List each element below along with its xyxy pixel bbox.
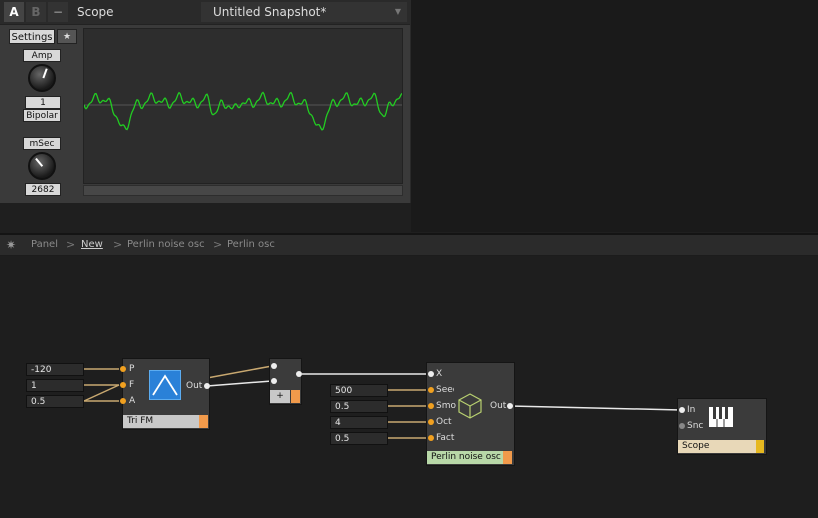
perlin-oct-port[interactable]	[428, 419, 434, 425]
adder-title: +	[270, 390, 290, 403]
cube-icon	[457, 392, 483, 420]
breadcrumb-item-perlin-noise-osc[interactable]: Perlin noise osc	[127, 239, 205, 250]
perlin-seed-value[interactable]: 500	[330, 384, 388, 397]
msec-value[interactable]: 2682	[25, 183, 61, 196]
perlin-smo-port[interactable]	[428, 403, 434, 409]
trifm-title: Tri FM	[123, 415, 199, 428]
snapshot-name: Untitled Snapshot*	[213, 5, 327, 19]
amp-value[interactable]: 1	[25, 96, 61, 109]
panel-header: A B − Scope Untitled Snapshot* ▼	[0, 0, 410, 25]
perlin-out-label: Out	[490, 401, 507, 411]
breadcrumb-separator: >	[113, 238, 123, 251]
perlin-title: Perlin noise osc	[427, 451, 503, 464]
scope-in-port[interactable]	[679, 407, 685, 413]
perlin-smo-label: Smo	[436, 401, 456, 411]
trifm-a-label: A	[129, 396, 136, 406]
adder-in2-port[interactable]	[271, 378, 277, 384]
panel-minimize-button[interactable]: −	[48, 2, 68, 22]
trifm-out-port[interactable]	[204, 383, 210, 389]
perlin-smo-value[interactable]: 0.5	[330, 400, 388, 413]
empty-window-area	[411, 0, 818, 232]
scope-title: Scope	[678, 440, 756, 453]
trifm-f-label: F	[129, 380, 135, 390]
msec-knob[interactable]	[28, 152, 56, 180]
scope-snc-label: Snc	[687, 421, 704, 431]
amp-label: Amp	[23, 49, 61, 62]
trifm-a-value[interactable]: 0.5	[26, 395, 84, 408]
perlin-oct-label: Oct	[436, 417, 452, 427]
amp-knob[interactable]	[28, 64, 56, 92]
note-icon[interactable]	[503, 451, 512, 464]
trifm-p-value[interactable]: -120	[26, 363, 84, 376]
scope-display	[83, 28, 403, 184]
perlin-fact-port[interactable]	[428, 435, 434, 441]
gear-icon[interactable]: ✷	[6, 238, 17, 252]
piano-icon	[708, 406, 734, 428]
triangle-wave-icon	[149, 370, 181, 400]
trifm-f-port[interactable]	[120, 382, 126, 388]
panel-a-button[interactable]: A	[4, 2, 24, 22]
note-icon[interactable]	[199, 415, 208, 428]
star-icon[interactable]: ★	[57, 29, 77, 44]
note-icon[interactable]	[291, 390, 300, 403]
scope-snc-port[interactable]	[679, 423, 685, 429]
trifm-p-label: P	[129, 364, 135, 374]
adder-in1-port[interactable]	[271, 363, 277, 369]
adder-out-port[interactable]	[296, 371, 302, 377]
scope-in-label: In	[687, 405, 696, 415]
trifm-f-value[interactable]: 1	[26, 379, 84, 392]
perlin-seed-label: Seed	[436, 385, 454, 395]
scope-scrollbar[interactable]	[83, 185, 403, 196]
perlin-x-label: X	[436, 369, 443, 379]
breadcrumb-item-perlin-osc[interactable]: Perlin osc	[227, 239, 275, 250]
breadcrumb-item-new[interactable]: New	[81, 239, 103, 250]
settings-button[interactable]: Settings	[9, 29, 55, 44]
breadcrumb: ✷ Panel > New > Perlin noise osc > Perli…	[0, 235, 818, 256]
scope-panel: A B − Scope Untitled Snapshot* ▼ Setting…	[0, 0, 411, 203]
perlin-fact-label: Fact	[436, 433, 455, 443]
scope-waveform	[84, 91, 402, 131]
perlin-fact-value[interactable]: 0.5	[330, 432, 388, 445]
breadcrumb-separator: >	[213, 238, 223, 251]
trifm-out-label: Out	[186, 381, 203, 391]
panel-b-button[interactable]: B	[26, 2, 46, 22]
note-icon[interactable]	[756, 440, 764, 453]
trifm-p-port[interactable]	[120, 366, 126, 372]
chevron-down-icon: ▼	[394, 7, 401, 16]
perlin-seed-port[interactable]	[428, 387, 434, 393]
perlin-x-port[interactable]	[428, 371, 434, 377]
panel-title: Scope	[72, 2, 198, 22]
perlin-out-port[interactable]	[507, 403, 513, 409]
pane-divider[interactable]	[0, 233, 818, 235]
perlin-oct-value[interactable]: 4	[330, 416, 388, 429]
trifm-a-port[interactable]	[120, 398, 126, 404]
snapshot-select[interactable]: Untitled Snapshot* ▼	[201, 2, 407, 22]
breadcrumb-item-panel[interactable]: Panel	[31, 239, 58, 250]
bipolar-button[interactable]: Bipolar	[23, 109, 61, 122]
msec-label: mSec	[23, 137, 61, 150]
breadcrumb-separator: >	[66, 238, 76, 251]
